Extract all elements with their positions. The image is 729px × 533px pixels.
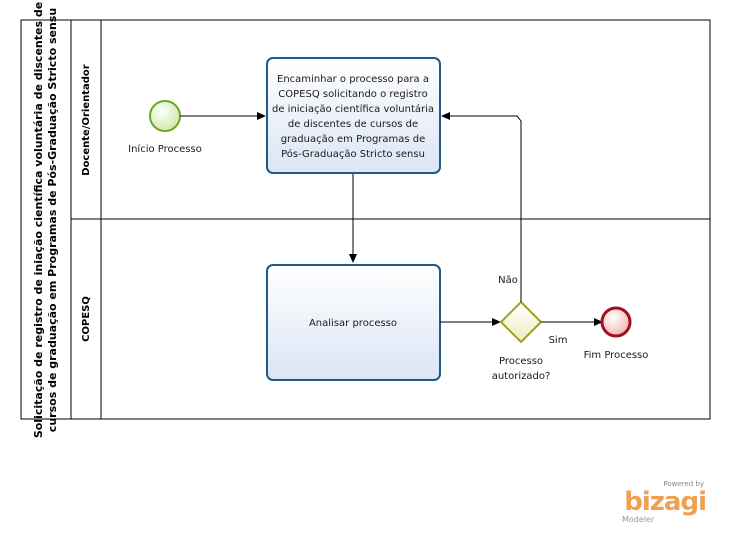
brand-powered-by: Powered by: [663, 480, 704, 488]
gateway-processo-autorizado[interactable]: [499, 300, 543, 344]
lane-title-docente: Docente/Orientador: [81, 64, 92, 176]
task2-label: Analisar processo: [309, 318, 397, 329]
task1-line4: de discentes de cursos de: [288, 119, 418, 130]
pool-title-line2: cursos de graduação em Programas de Pós-…: [46, 8, 59, 432]
brand-sub: Modeler: [622, 515, 655, 524]
task-analisar-processo[interactable]: Analisar processo: [266, 264, 441, 381]
task1-line1: Encaminhar o processo para a: [277, 74, 429, 85]
brand-name: bizagi: [624, 487, 706, 517]
gateway-label-line1: Processo: [499, 356, 543, 367]
task1-line6: Pós-Graduação Stricto sensu: [281, 148, 425, 160]
start-event[interactable]: [149, 100, 181, 132]
task-encaminhar-processo[interactable]: Encaminhar o processo para a COPESQ soli…: [266, 57, 441, 174]
pool-title: Solicitação de registro de iniação cient…: [32, 2, 59, 438]
flow-yes-label: Sim: [549, 335, 568, 346]
end-event-label: Fim Processo: [584, 350, 649, 361]
start-event-label: Início Processo: [128, 143, 202, 155]
task1-line2: COPESQ solicitando o registro: [278, 89, 427, 100]
task1-line5: graduação em Programas de: [281, 134, 426, 145]
lane-title-copesq: COPESQ: [81, 296, 92, 342]
task1-line3: de iniciação científica voluntária: [272, 103, 434, 115]
flow-gateway-no-to-task1: [441, 112, 522, 302]
end-event[interactable]: [600, 306, 632, 338]
gateway-label-line2: autorizado?: [492, 371, 551, 382]
pool-title-line1: Solicitação de registro de iniação cient…: [32, 2, 45, 438]
lane-copesq: COPESQ: [81, 296, 92, 342]
bizagi-logo: Powered by bizagi Modeler: [622, 480, 707, 524]
lane-docente: Docente/Orientador: [81, 64, 92, 176]
flow-no-label: Não: [498, 275, 518, 286]
